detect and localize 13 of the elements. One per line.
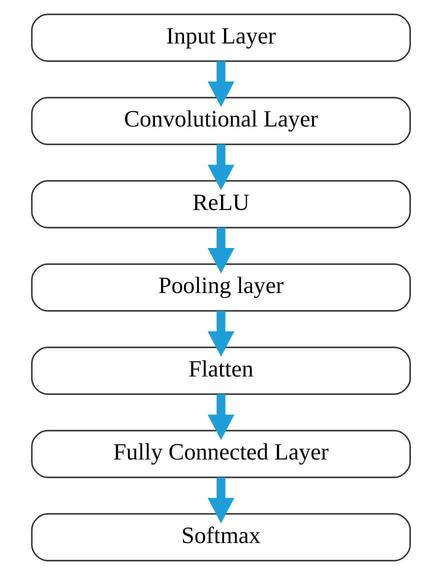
node-box: Input Layer xyxy=(30,14,410,62)
node-box: Fully Connected Layer xyxy=(30,430,410,478)
node-box: ReLU xyxy=(30,180,410,228)
arrow xyxy=(207,477,234,524)
node-box: Softmax xyxy=(30,513,410,562)
arrow xyxy=(207,310,234,357)
arrow xyxy=(207,394,234,440)
arrow xyxy=(207,228,234,274)
arrow xyxy=(207,61,234,108)
arrow xyxy=(207,144,234,190)
node-box: Convolutional Layer xyxy=(30,96,410,146)
node-box: Flatten xyxy=(30,346,410,395)
node-box: Pooling layer xyxy=(30,263,410,312)
